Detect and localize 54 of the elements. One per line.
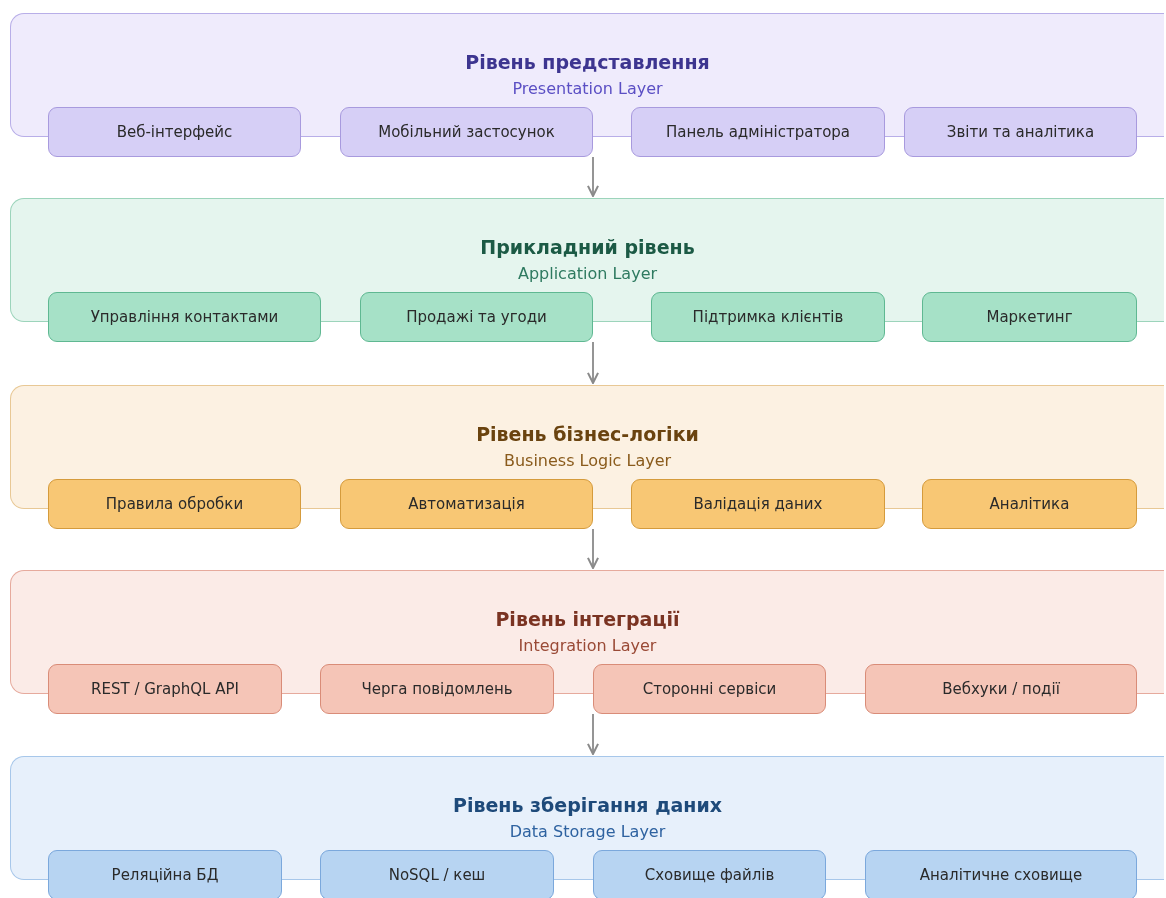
module-label: Черга повідомлень <box>361 680 513 698</box>
module-box <box>48 479 301 529</box>
module-label: Правила обробки <box>105 495 244 513</box>
layer-subtitle: Application Layer <box>516 264 659 283</box>
layer-title: Рівень зберігання даних <box>451 794 724 816</box>
module-label: Підтримка клієнтів <box>692 308 844 326</box>
module-box <box>593 664 826 714</box>
module-box <box>865 664 1137 714</box>
module-box <box>631 479 885 529</box>
module-label: NoSQL / кеш <box>388 866 486 884</box>
module-label: Сторонні сервіси <box>642 680 777 698</box>
arrow <box>586 713 600 755</box>
layer-title: Прикладний рівень <box>479 236 696 258</box>
module-label: Аналітичне сховище <box>919 866 1083 884</box>
layer-subtitle: Presentation Layer <box>511 79 664 98</box>
module-label: Мобільний застосунок <box>378 123 555 141</box>
module-box <box>922 292 1137 342</box>
layer-title: Рівень представлення <box>464 51 711 73</box>
arrow <box>586 156 600 197</box>
module-box <box>904 107 1137 157</box>
module-box <box>340 479 593 529</box>
module-box <box>48 107 301 157</box>
module-box <box>865 850 1137 898</box>
module-box <box>320 850 554 898</box>
module-box <box>48 664 282 714</box>
module-box <box>360 292 593 342</box>
arrow <box>586 341 600 384</box>
module-label: Сховище файлів <box>644 866 775 884</box>
module-label: Валідація даних <box>693 495 823 513</box>
module-label: Панель адміністратора <box>665 123 851 141</box>
layer-subtitle: Data Storage Layer <box>508 822 667 841</box>
layer-subtitle: Integration Layer <box>517 636 658 655</box>
module-box <box>48 850 282 898</box>
arrow <box>586 528 600 569</box>
module-box <box>631 107 885 157</box>
module-label: Аналітика <box>989 495 1070 513</box>
layer-title: Рівень інтеграції <box>494 608 681 630</box>
module-label: Продажі та угоди <box>406 308 547 326</box>
module-box <box>593 850 826 898</box>
layer-subtitle: Business Logic Layer <box>502 451 673 470</box>
module-box <box>320 664 554 714</box>
module-label: Маркетинг <box>986 308 1073 326</box>
module-label: Реляційна БД <box>111 866 219 884</box>
module-label: Автоматизація <box>408 495 525 513</box>
module-label: Управління контактами <box>90 308 279 326</box>
module-label: Звіти та аналітика <box>946 123 1095 141</box>
module-label: Вебхуки / події <box>942 680 1060 698</box>
module-box <box>48 292 321 342</box>
module-box <box>340 107 593 157</box>
layer-title: Рівень бізнес-логіки <box>475 423 700 445</box>
module-label: REST / GraphQL API <box>91 680 239 698</box>
module-box <box>922 479 1137 529</box>
module-label: Веб-інтерфейс <box>116 123 233 141</box>
module-box <box>651 292 885 342</box>
